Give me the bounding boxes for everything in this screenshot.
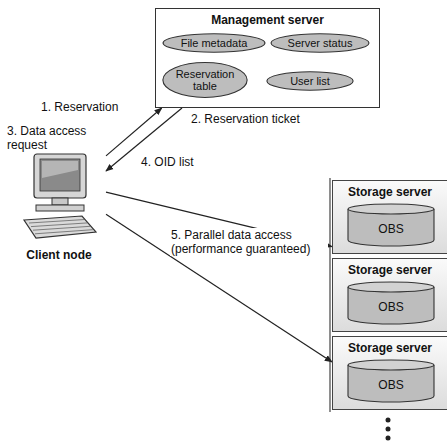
- edge-label: 1. Reservation: [40, 100, 119, 114]
- ellipse-shape: [271, 34, 369, 52]
- continuation-dot: [386, 418, 391, 423]
- computer-icon: [12, 150, 106, 245]
- bracket-line: [329, 178, 330, 412]
- storage-server-box: Storage serverOBS: [332, 336, 447, 410]
- data-ellipse: File metadata: [162, 33, 266, 53]
- cylinder-label: OBS: [378, 292, 403, 314]
- obs-cylinder: OBS: [347, 203, 435, 247]
- continuation-dot: [386, 436, 391, 441]
- step-label: 4. OID list: [140, 155, 195, 169]
- ellipse-label: Reservation table: [173, 68, 237, 92]
- box-heading: Storage server: [333, 181, 447, 199]
- ellipse-label: User list: [290, 75, 330, 87]
- box-heading: Storage server: [333, 259, 447, 277]
- ellipse-label: Server status: [288, 37, 353, 49]
- step-label: 3. Data access request: [6, 124, 108, 152]
- ellipse-shape: [163, 63, 247, 98]
- arrow-connector: [106, 214, 332, 362]
- node-caption: Client node: [12, 248, 106, 262]
- data-ellipse: Server status: [270, 33, 370, 53]
- box-heading: Management server: [156, 9, 379, 27]
- ellipse-shape: [163, 34, 265, 52]
- obs-cylinder: OBS: [347, 281, 435, 325]
- client-node: Client node: [12, 150, 106, 267]
- continuation-dot: [386, 427, 391, 432]
- edge-label: 2. Reservation ticket: [190, 112, 301, 126]
- storage-server-box: Storage serverOBS: [332, 180, 447, 254]
- box-heading: Storage server: [333, 337, 447, 355]
- management-server-box: Management serverFile metadata Server sta…: [155, 8, 380, 108]
- data-ellipse: Reservation table: [162, 61, 248, 99]
- edge-label: 5. Parallel data access (performance gua…: [170, 228, 328, 256]
- storage-server-box: Storage serverOBS: [332, 258, 447, 332]
- ellipse-shape: [267, 72, 353, 90]
- obs-cylinder: OBS: [347, 359, 435, 403]
- ellipse-label: File metadata: [181, 37, 248, 49]
- cylinder-label: OBS: [378, 370, 403, 392]
- data-ellipse: User list: [266, 71, 354, 91]
- cylinder-label: OBS: [378, 214, 403, 236]
